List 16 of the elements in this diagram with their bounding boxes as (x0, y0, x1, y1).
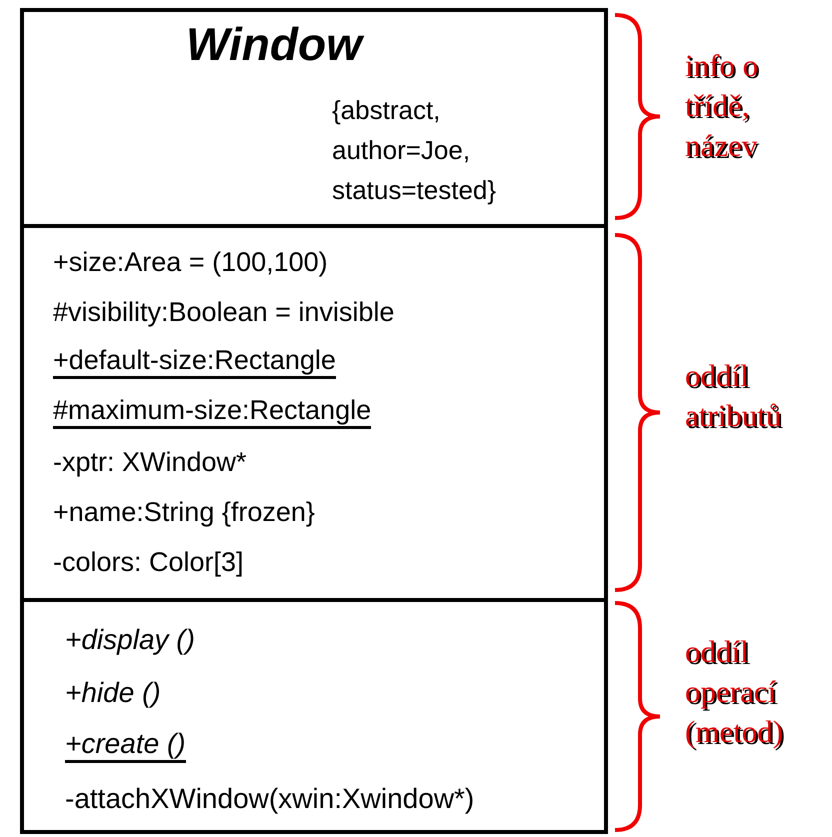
annotation-text: info o třídě, název (685, 47, 760, 165)
attribute-text: -xptr: XWindow* (53, 446, 247, 479)
operation-text: +display () (65, 623, 195, 657)
attribute-text: #maximum-size:Rectangle (53, 394, 372, 429)
attribute-text: +default-size:Rectangle (53, 344, 336, 379)
class-name: Window (186, 14, 362, 74)
class-constraints: {abstract, author=Joe, status=tested} (332, 94, 498, 207)
annotation-text: oddíl operací (metod) (685, 633, 784, 751)
attribute-text: +size:Area = (100,100) (53, 246, 328, 279)
attribute-text: +name:String {frozen} (53, 496, 315, 529)
attribute-text: #visibility:Boolean = invisible (53, 296, 394, 329)
operation-text: +hide () (65, 676, 161, 710)
operation-text: -attachXWindow(xwin:Xwindow*) (65, 782, 474, 816)
annotation-text: oddíl atributů (685, 357, 782, 435)
attribute-text: -colors: Color[3] (53, 546, 244, 579)
operation-text: +create () (65, 728, 186, 763)
